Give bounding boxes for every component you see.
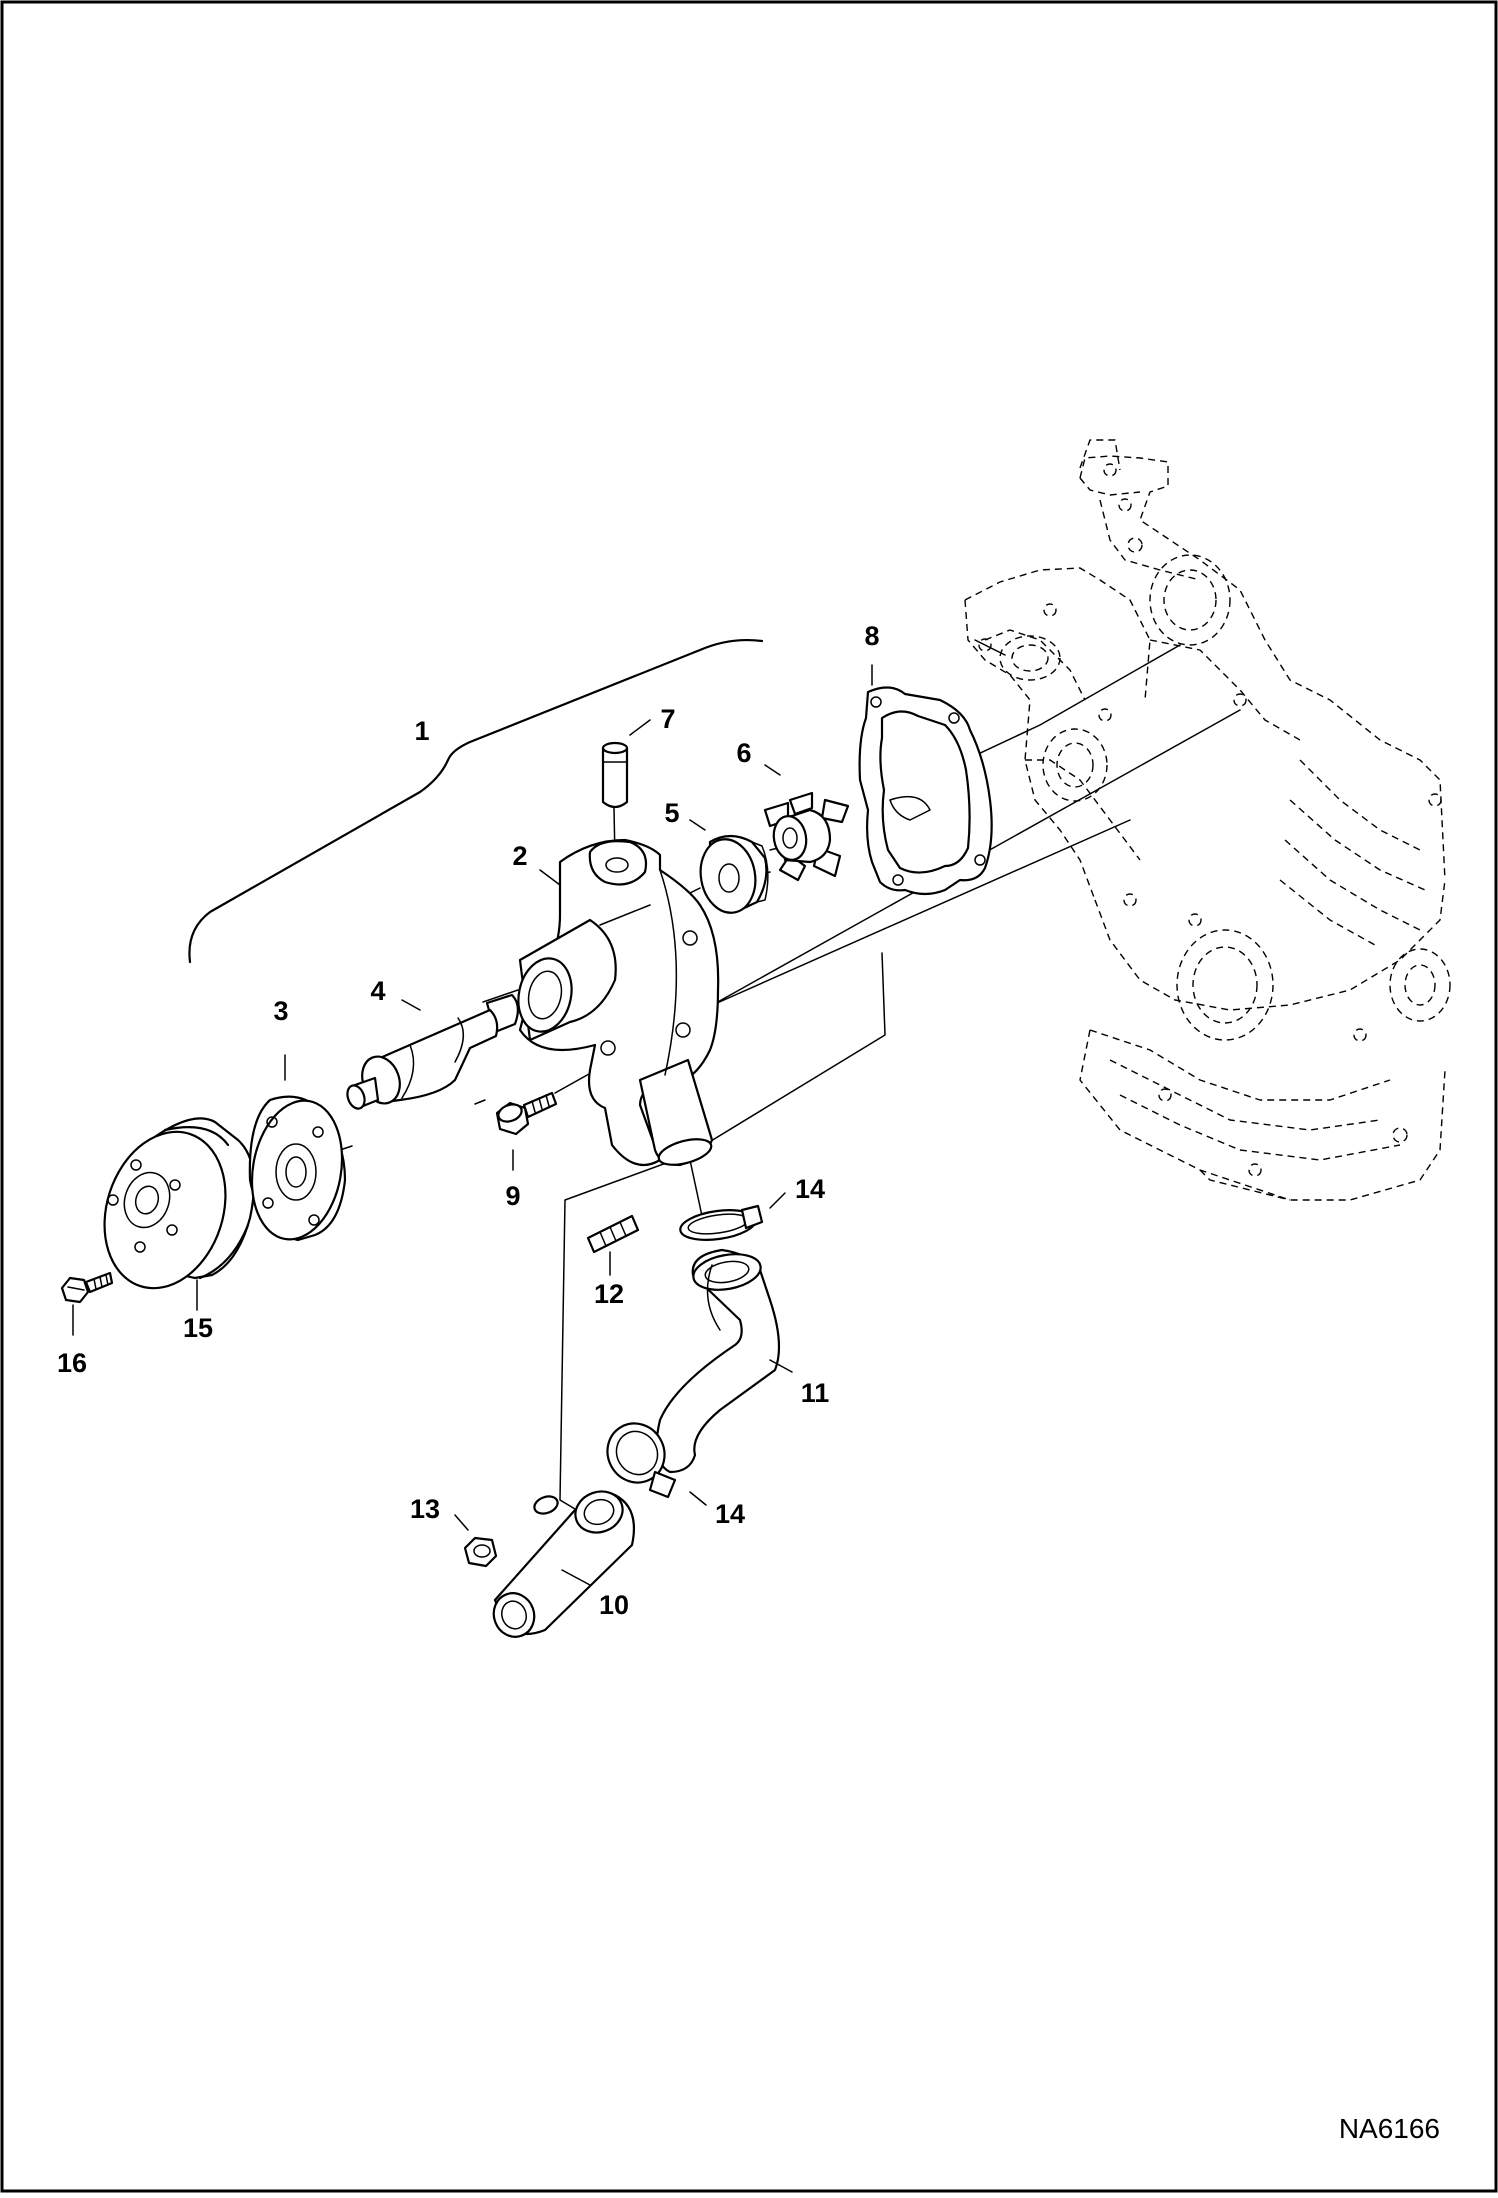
engine-block-outline bbox=[964, 439, 1451, 1201]
callout-4: 4 bbox=[370, 976, 385, 1006]
callout-15: 15 bbox=[183, 1313, 213, 1343]
part-impeller-6 bbox=[763, 791, 850, 882]
callout-5: 5 bbox=[664, 798, 679, 828]
part-pulley-15 bbox=[103, 1117, 256, 1290]
callout-1: 1 bbox=[414, 716, 429, 746]
callout-9: 9 bbox=[505, 1181, 520, 1211]
callout-13: 13 bbox=[410, 1494, 440, 1524]
part-bolt-9 bbox=[495, 1091, 558, 1136]
part-housing-2 bbox=[517, 838, 720, 1167]
callout-7: 7 bbox=[660, 704, 675, 734]
part-bolt-16 bbox=[60, 1271, 114, 1304]
part-nut-13 bbox=[463, 1536, 498, 1568]
callout-10: 10 bbox=[599, 1590, 629, 1620]
callout-16: 16 bbox=[57, 1348, 87, 1378]
callout-2: 2 bbox=[512, 841, 527, 871]
part-stud-12 bbox=[586, 1214, 640, 1254]
part-clamp-14b bbox=[606, 1422, 677, 1499]
callout-8: 8 bbox=[864, 621, 879, 651]
callout-labels: 1 2 3 4 5 6 7 8 9 10 11 12 13 14 14 15 1… bbox=[57, 621, 880, 1620]
part-pipe-10 bbox=[492, 1490, 636, 1638]
callout-12: 12 bbox=[594, 1279, 624, 1309]
callout-14a: 14 bbox=[795, 1174, 825, 1204]
callout-3: 3 bbox=[273, 996, 288, 1026]
callout-11: 11 bbox=[801, 1378, 830, 1408]
part-flange-3 bbox=[248, 1095, 347, 1242]
part-hose-11 bbox=[655, 1248, 781, 1474]
figure-code: NA6166 bbox=[1339, 2113, 1440, 2144]
part-clamp-14a bbox=[679, 1204, 764, 1241]
part-pin-7 bbox=[601, 741, 629, 809]
assembly-bracket bbox=[188, 638, 764, 964]
callout-14b: 14 bbox=[715, 1499, 745, 1529]
callout-6: 6 bbox=[736, 738, 751, 768]
part-gasket-8 bbox=[858, 686, 993, 896]
callout-leaders bbox=[72, 664, 873, 1586]
part-shaft-4 bbox=[346, 993, 519, 1110]
part-seal-5 bbox=[699, 834, 769, 914]
